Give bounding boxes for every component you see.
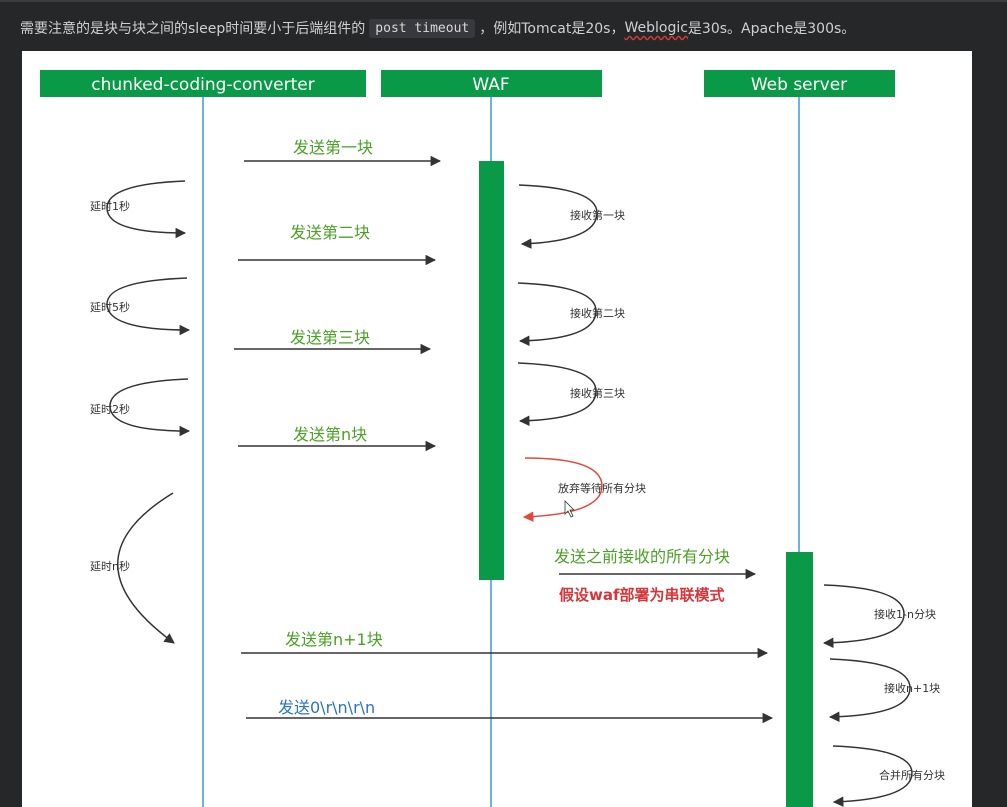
message-label: 发送第一块	[293, 138, 373, 157]
waf-discard-wait: 放弃等待所有分块	[522, 457, 646, 522]
waf-activation-bar	[479, 161, 504, 580]
deployment-note: 假设waf部署为串联模式	[559, 586, 725, 604]
participant-waf: WAF	[381, 70, 602, 97]
server-receive-1-n: 接收1-n分块	[822, 584, 936, 649]
waf-receive-1: 接收第一块	[518, 184, 625, 249]
diagram-canvas: chunked-coding-converter WAF Web server …	[40, 70, 945, 807]
waf-receive-2: 接收第二块	[517, 282, 625, 346]
delay-loop-1: 延时1秒	[90, 180, 187, 239]
self-message-label: 接收第一块	[570, 208, 625, 222]
message-send-2: 发送第二块	[238, 223, 437, 266]
self-message-label: 合并所有分块	[879, 768, 945, 782]
top-divider	[0, 0, 1007, 2]
inline-code: post timeout	[369, 18, 476, 38]
delay-loop-3: 延时2秒	[90, 378, 191, 437]
paragraph-text: 是30s。Apache是300s。	[687, 21, 856, 37]
message-label: 发送第n+1块	[285, 630, 383, 649]
delay-loop-n: 延时n秒	[90, 492, 175, 644]
message-send-n: 发送第n块	[238, 425, 437, 452]
message-send-3: 发送第三块	[234, 328, 432, 355]
message-label: 发送第n块	[293, 425, 367, 444]
self-message-label: 接收n+1块	[884, 681, 940, 695]
self-message-label: 放弃等待所有分块	[558, 481, 646, 495]
paragraph-text: 需要注意的是块与块之间的sleep时间要小于后端组件的	[20, 21, 366, 37]
self-message-label: 接收1-n分块	[874, 607, 936, 621]
message-send-n1: 发送第n+1块	[241, 630, 769, 659]
self-message-label: 接收第三块	[570, 386, 625, 400]
message-label: 发送之前接收的所有分块	[554, 547, 730, 566]
server-merge-all: 合并所有分块	[832, 745, 945, 807]
delay-loop-2: 延时5秒	[90, 277, 191, 336]
article-paragraph: 需要注意的是块与块之间的sleep时间要小于后端组件的 post timeout…	[20, 16, 855, 40]
spellcheck-word: Weblogic	[624, 20, 688, 36]
sequence-diagram: chunked-coding-converter WAF Web server …	[22, 51, 972, 807]
message-label: 发送第二块	[290, 223, 370, 242]
message-label: 发送0\r\n\r\n	[278, 698, 375, 717]
delay-label: 延时1秒	[90, 199, 130, 213]
webserver-activation-bar	[786, 552, 813, 807]
paragraph-text: ，例如Tomcat是20s，	[479, 21, 625, 37]
participant-label: chunked-coding-converter	[91, 75, 314, 95]
message-label: 发送第三块	[290, 328, 370, 347]
message-send-zero: 发送0\r\n\r\n	[246, 698, 774, 724]
message-send-1: 发送第一块	[244, 138, 442, 167]
participant-webserver: Web server	[704, 70, 895, 97]
participant-label: Web server	[751, 75, 847, 95]
delay-label: 延时n秒	[90, 559, 130, 573]
waf-receive-3: 接收第三块	[517, 362, 625, 426]
mouse-cursor-icon	[564, 500, 575, 518]
participant-label: WAF	[472, 75, 509, 95]
message-forward-all: 发送之前接收的所有分块 假设waf部署为串联模式	[554, 547, 757, 604]
server-receive-n1: 接收n+1块	[828, 658, 940, 723]
delay-label: 延时2秒	[90, 402, 130, 416]
self-message-label: 接收第二块	[570, 306, 625, 320]
delay-label: 延时5秒	[90, 300, 130, 314]
participant-converter: chunked-coding-converter	[40, 70, 366, 97]
